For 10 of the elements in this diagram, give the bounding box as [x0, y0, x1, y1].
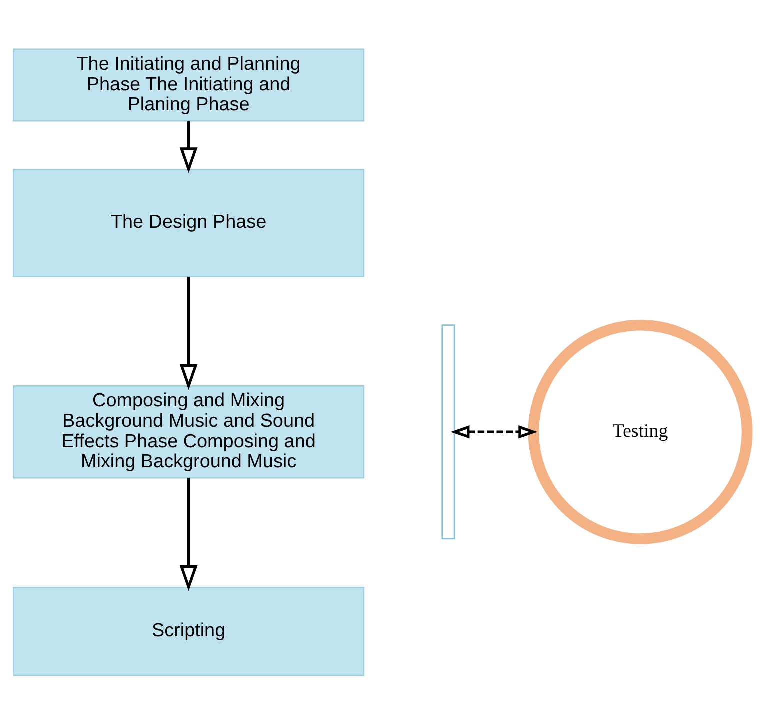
node-box: The Design Phase: [12, 169, 365, 278]
node-bracket: [442, 324, 456, 540]
node-box: The Initiating and Planning Phase The Initiating and Planing Phase: [12, 48, 365, 122]
arrow: [450, 426, 538, 439]
node-box: Composing and Mixing Background Music and Sound Effects Phase Composing and Mixing Background Music: [12, 386, 365, 479]
node-circle: Testing: [528, 320, 753, 544]
arrow: [180, 478, 198, 592]
arrow: [180, 121, 198, 174]
node-box: Scripting: [12, 587, 365, 676]
arrow: [180, 277, 198, 390]
